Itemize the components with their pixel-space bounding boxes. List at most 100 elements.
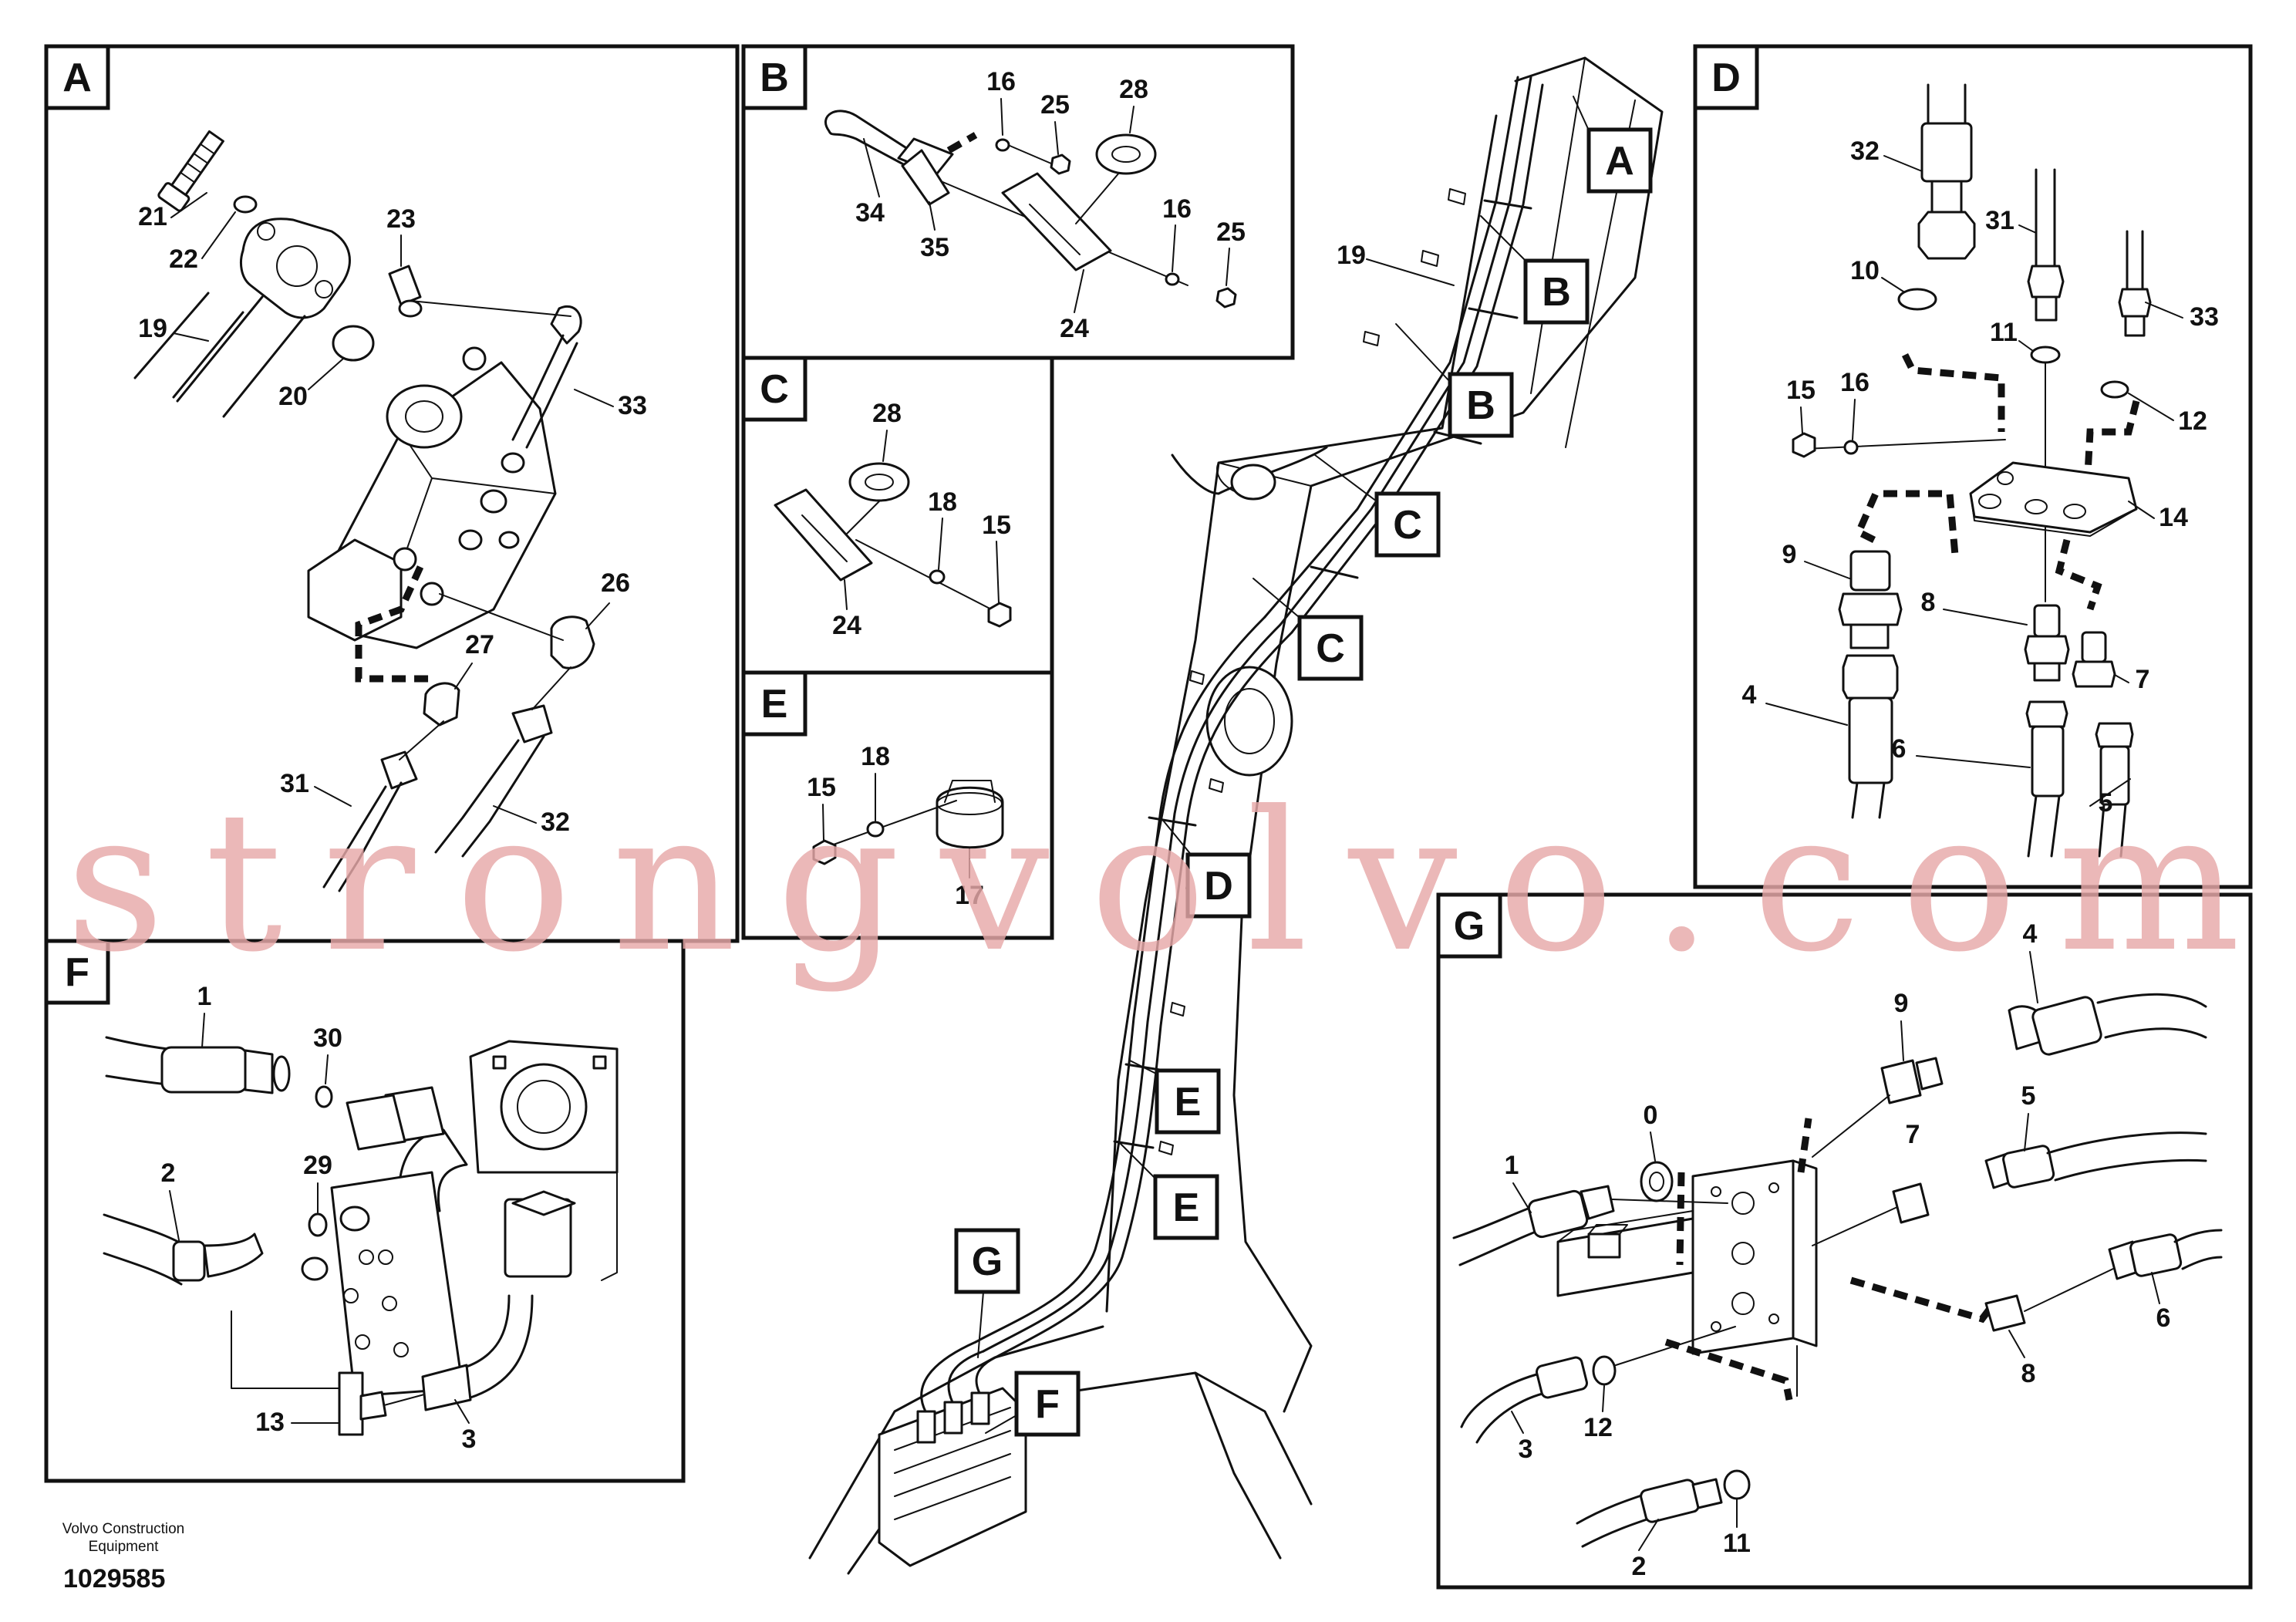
label-g-11: 11	[1723, 1529, 1751, 1558]
callout-g	[954, 1228, 1020, 1294]
label-b-16b: 16	[1162, 194, 1192, 224]
label-a-21: 21	[138, 202, 167, 231]
clamp-24	[1001, 172, 1112, 271]
washer-12	[2100, 380, 2129, 399]
label-b-24: 24	[1060, 314, 1089, 343]
label-a-23: 23	[386, 204, 416, 234]
label-f-2: 2	[161, 1158, 176, 1188]
panel-d-frame	[1693, 44, 2253, 889]
elbow-23	[388, 265, 422, 306]
label-a-19: 19	[138, 314, 167, 343]
panel-g: G	[1436, 892, 2253, 1590]
label-g-6: 6	[2156, 1303, 2171, 1333]
hose-33-d	[2126, 230, 2144, 295]
label-d-12: 12	[2178, 406, 2207, 436]
callout-c2-text: C	[1316, 626, 1345, 671]
label-f-3: 3	[462, 1425, 477, 1454]
label-d-32: 32	[1850, 137, 1880, 166]
panel-f: F	[44, 939, 686, 1483]
panel-d-letter: D	[1711, 56, 1741, 100]
label-e-18: 18	[861, 742, 890, 771]
grommet-17	[936, 786, 1004, 849]
panel-f-letter: F	[65, 950, 89, 995]
oring-30	[315, 1085, 333, 1108]
label-g-8: 8	[2021, 1359, 2036, 1388]
bolt-15-d	[1792, 432, 1816, 458]
label-d-5: 5	[2099, 788, 2113, 818]
label-g-0: 0	[1644, 1101, 1658, 1130]
label-c-24: 24	[832, 611, 861, 640]
hose-32-d	[1927, 83, 1967, 129]
label-d-15: 15	[1786, 376, 1816, 405]
label-f-29: 29	[303, 1151, 332, 1180]
label-a-26: 26	[601, 568, 630, 598]
panel-e-letter: E	[761, 682, 788, 727]
hose-32	[434, 735, 545, 858]
label-b-34: 34	[855, 198, 885, 228]
label-b-25a: 25	[1040, 90, 1070, 120]
label-a-31: 31	[280, 769, 309, 798]
panel-g-letter: G	[1454, 904, 1485, 949]
washer-22	[233, 195, 258, 214]
hose-3	[465, 1294, 534, 1399]
callout-f-text: F	[1035, 1382, 1060, 1427]
label-d-10: 10	[1850, 256, 1880, 285]
callout-b1	[1523, 258, 1590, 325]
fitting-9	[1849, 550, 1891, 592]
fitting-8	[2033, 604, 2061, 638]
bolt-15-c	[987, 602, 1012, 628]
flange	[240, 218, 351, 319]
callout-d-text: D	[1204, 864, 1233, 909]
washer-12-g	[1592, 1355, 1617, 1386]
tee-13	[338, 1371, 364, 1436]
hose-31-d	[2035, 168, 2056, 271]
label-f-30: 30	[313, 1023, 342, 1053]
panel-c-tag	[741, 356, 807, 422]
callout-b1-text: B	[1542, 270, 1571, 315]
fitting-7-g	[1892, 1182, 1930, 1224]
main-boom-view	[808, 56, 1664, 1575]
fitting-8-g	[1984, 1294, 2026, 1332]
oring-29	[308, 1212, 328, 1237]
label-g-3: 3	[1519, 1435, 1533, 1464]
washer-16-d	[1843, 440, 1859, 455]
label-e-17: 17	[955, 881, 984, 910]
hose-4-g	[2096, 993, 2207, 1039]
grommet-28	[1095, 133, 1157, 175]
hose-31	[322, 781, 403, 892]
hose-6-d	[2027, 794, 2061, 858]
label-d-9: 9	[1782, 540, 1797, 569]
panel-b-letter: B	[760, 56, 789, 100]
label-g-7: 7	[1906, 1120, 1920, 1149]
valve-block	[878, 1340, 1027, 1567]
grommet-28-c	[848, 462, 910, 502]
label-g-5: 5	[2021, 1081, 2036, 1111]
main-callouts: A 19 B B C C D E E G F	[954, 96, 1653, 1437]
label-d-6: 6	[1892, 734, 1907, 764]
callout-e1	[1155, 1068, 1221, 1135]
panel-a-tag	[44, 44, 110, 110]
label-d-14: 14	[2159, 503, 2188, 532]
panel-d: D	[1693, 44, 2253, 889]
footer: Volvo Construction Equipment 1029585	[62, 1521, 184, 1593]
callout-b2-text: B	[1466, 383, 1495, 428]
panel-a-letter: A	[62, 56, 92, 100]
label-b-16a: 16	[986, 67, 1016, 96]
panel-c: C 28 18 15 24	[741, 356, 1054, 675]
washer-0	[1640, 1161, 1674, 1202]
label-d-11: 11	[1990, 318, 2018, 347]
valve-body-f	[231, 1040, 619, 1398]
panel-e-tag	[741, 670, 807, 737]
label-g-2: 2	[1632, 1552, 1647, 1581]
pump	[307, 346, 557, 649]
label-g-4: 4	[2023, 919, 2038, 949]
washer-10	[1897, 288, 1937, 311]
panel-c-letter: C	[760, 367, 789, 412]
callout-c2	[1297, 615, 1364, 681]
hose-4-d	[1851, 781, 1886, 819]
panel-g-tag	[1436, 892, 1502, 959]
label-f-13: 13	[255, 1408, 285, 1437]
fitting-26	[550, 615, 595, 669]
callout-c1	[1374, 491, 1441, 558]
